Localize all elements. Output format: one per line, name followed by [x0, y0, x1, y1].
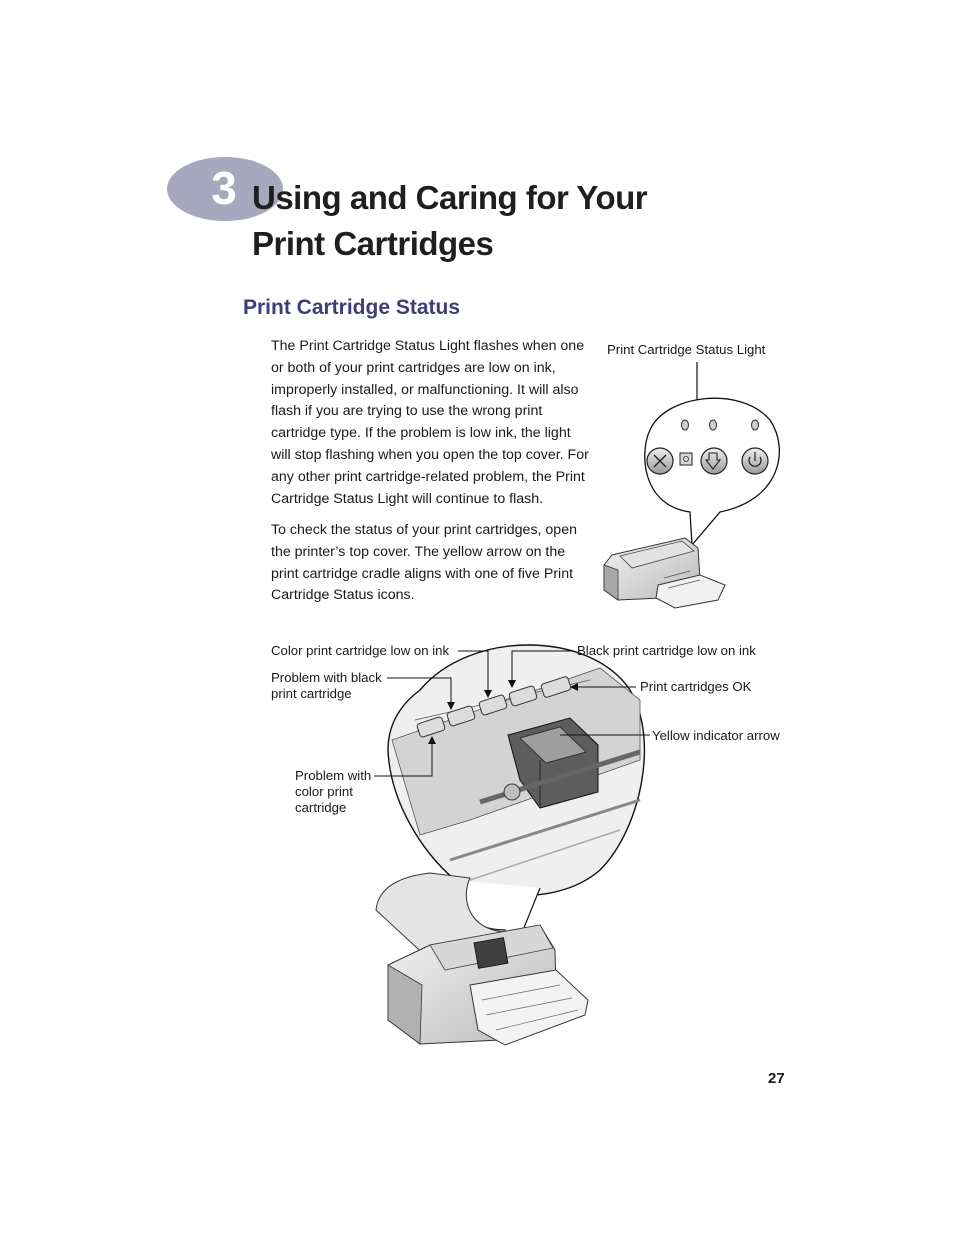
chapter-title-line-1: Using and Caring for Your: [252, 179, 648, 216]
color-low-callout: Color print cartridge low on ink: [271, 643, 450, 658]
chapter-number-badge: [167, 157, 283, 221]
chapter-number: 3: [211, 162, 237, 214]
page-number: 27: [768, 1070, 785, 1087]
body-paragraph-1: The Print Cartridge Status Light flashes…: [271, 338, 589, 507]
problem-black-callout: Problem with black print cartridge: [271, 670, 382, 701]
body-paragraph-2: To check the status of your print cartri…: [271, 522, 577, 604]
chapter-title-line-2: Print Cartridges: [252, 225, 494, 262]
black-low-callout: Black print cartridge low on ink: [577, 643, 756, 658]
status-light-callout: Print Cartridge Status Light: [607, 342, 766, 357]
callout-leader-lines: [374, 650, 650, 777]
resume-button-icon: [700, 447, 728, 475]
cartridge-cradle-figure: [374, 644, 650, 1046]
section-heading: Print Cartridge Status: [243, 296, 461, 319]
small-printer-illustration: [603, 537, 726, 609]
magnified-cradle-view: [387, 644, 646, 897]
chapter-title: Using and Caring for Your Print Cartridg…: [252, 175, 648, 267]
large-printer-illustration: [375, 872, 589, 1046]
control-panel-figure: [603, 362, 781, 609]
cartridge-status-icon: [679, 452, 693, 466]
yellow-arrow-callout: Yellow indicator arrow: [652, 728, 780, 743]
cancel-button-icon: [646, 447, 674, 475]
indicator-light-icon: [681, 419, 759, 431]
problem-color-callout: Problem with color print cartridge: [295, 768, 372, 815]
cartridges-ok-callout: Print cartridges OK: [640, 679, 752, 694]
power-button-icon: [741, 447, 769, 475]
